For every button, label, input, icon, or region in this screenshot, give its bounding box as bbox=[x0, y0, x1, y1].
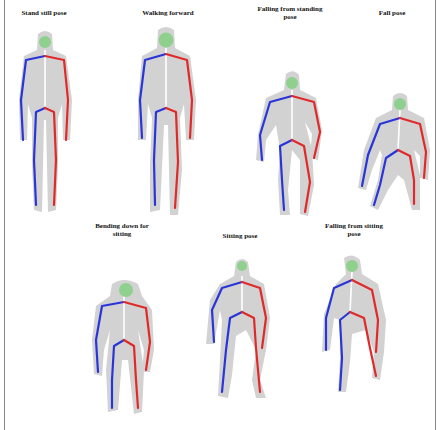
pose-label: Walking forward bbox=[133, 9, 203, 17]
pose-label: Bending down for sitting bbox=[89, 222, 155, 238]
pose-label: Falling from standing pose bbox=[256, 5, 324, 21]
pose-label: Fall pose bbox=[367, 9, 417, 17]
fall-figure bbox=[358, 93, 430, 210]
falling-sitting-figure bbox=[322, 255, 386, 392]
pose-label: Falling from sitting pose bbox=[324, 222, 384, 238]
stand-still-figure bbox=[19, 31, 72, 212]
bending-figure bbox=[92, 280, 154, 414]
falling-standing-figure bbox=[256, 71, 322, 216]
pose-label: Stand still pose bbox=[9, 9, 79, 17]
frame bbox=[5, 0, 436, 430]
pose-label: Sitting pose bbox=[210, 232, 270, 240]
sitting-figure bbox=[206, 259, 270, 398]
walking-figure bbox=[138, 27, 196, 215]
